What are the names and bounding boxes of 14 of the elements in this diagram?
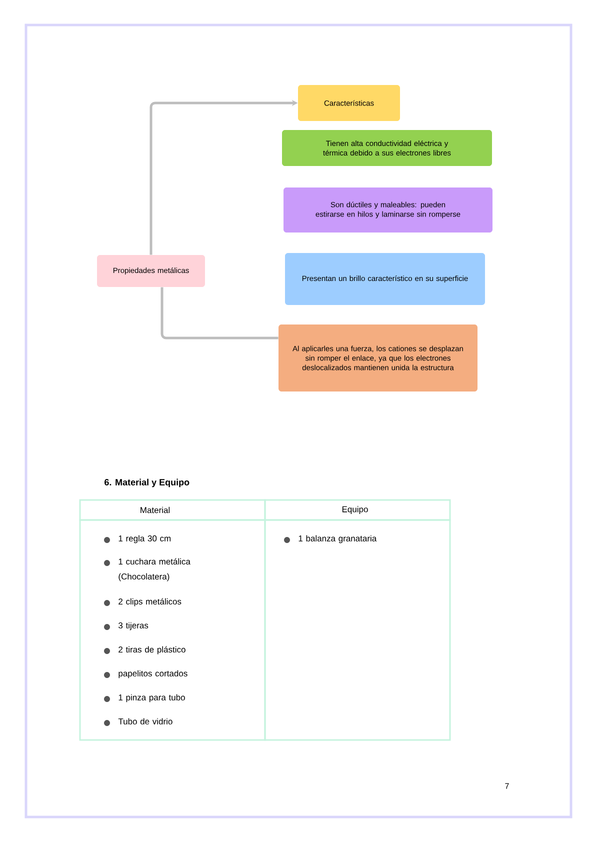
connector bbox=[160, 287, 278, 340]
page-number: 7 bbox=[505, 783, 509, 789]
list-item: 2 tiras de plástico bbox=[118, 646, 186, 654]
list-item: 1 pinza para tubo bbox=[118, 694, 185, 702]
list-item: 2 clips metálicos bbox=[118, 598, 182, 606]
list-item: Tubo de vidrio bbox=[118, 718, 172, 724]
list-item: 1 regla 30 cm bbox=[118, 535, 171, 544]
list-item: papelitos cortados bbox=[118, 670, 188, 678]
list-item: 1 balanza granataria bbox=[298, 535, 377, 544]
list-item: 1 cuchara metálica (Chocolatera) bbox=[118, 558, 190, 582]
section-heading: 6. Material y Equipo bbox=[104, 478, 190, 488]
header-cell: Material bbox=[79, 499, 266, 521]
header-cell: Equipo bbox=[264, 499, 451, 521]
list-item: 3 tijeras bbox=[118, 622, 148, 630]
